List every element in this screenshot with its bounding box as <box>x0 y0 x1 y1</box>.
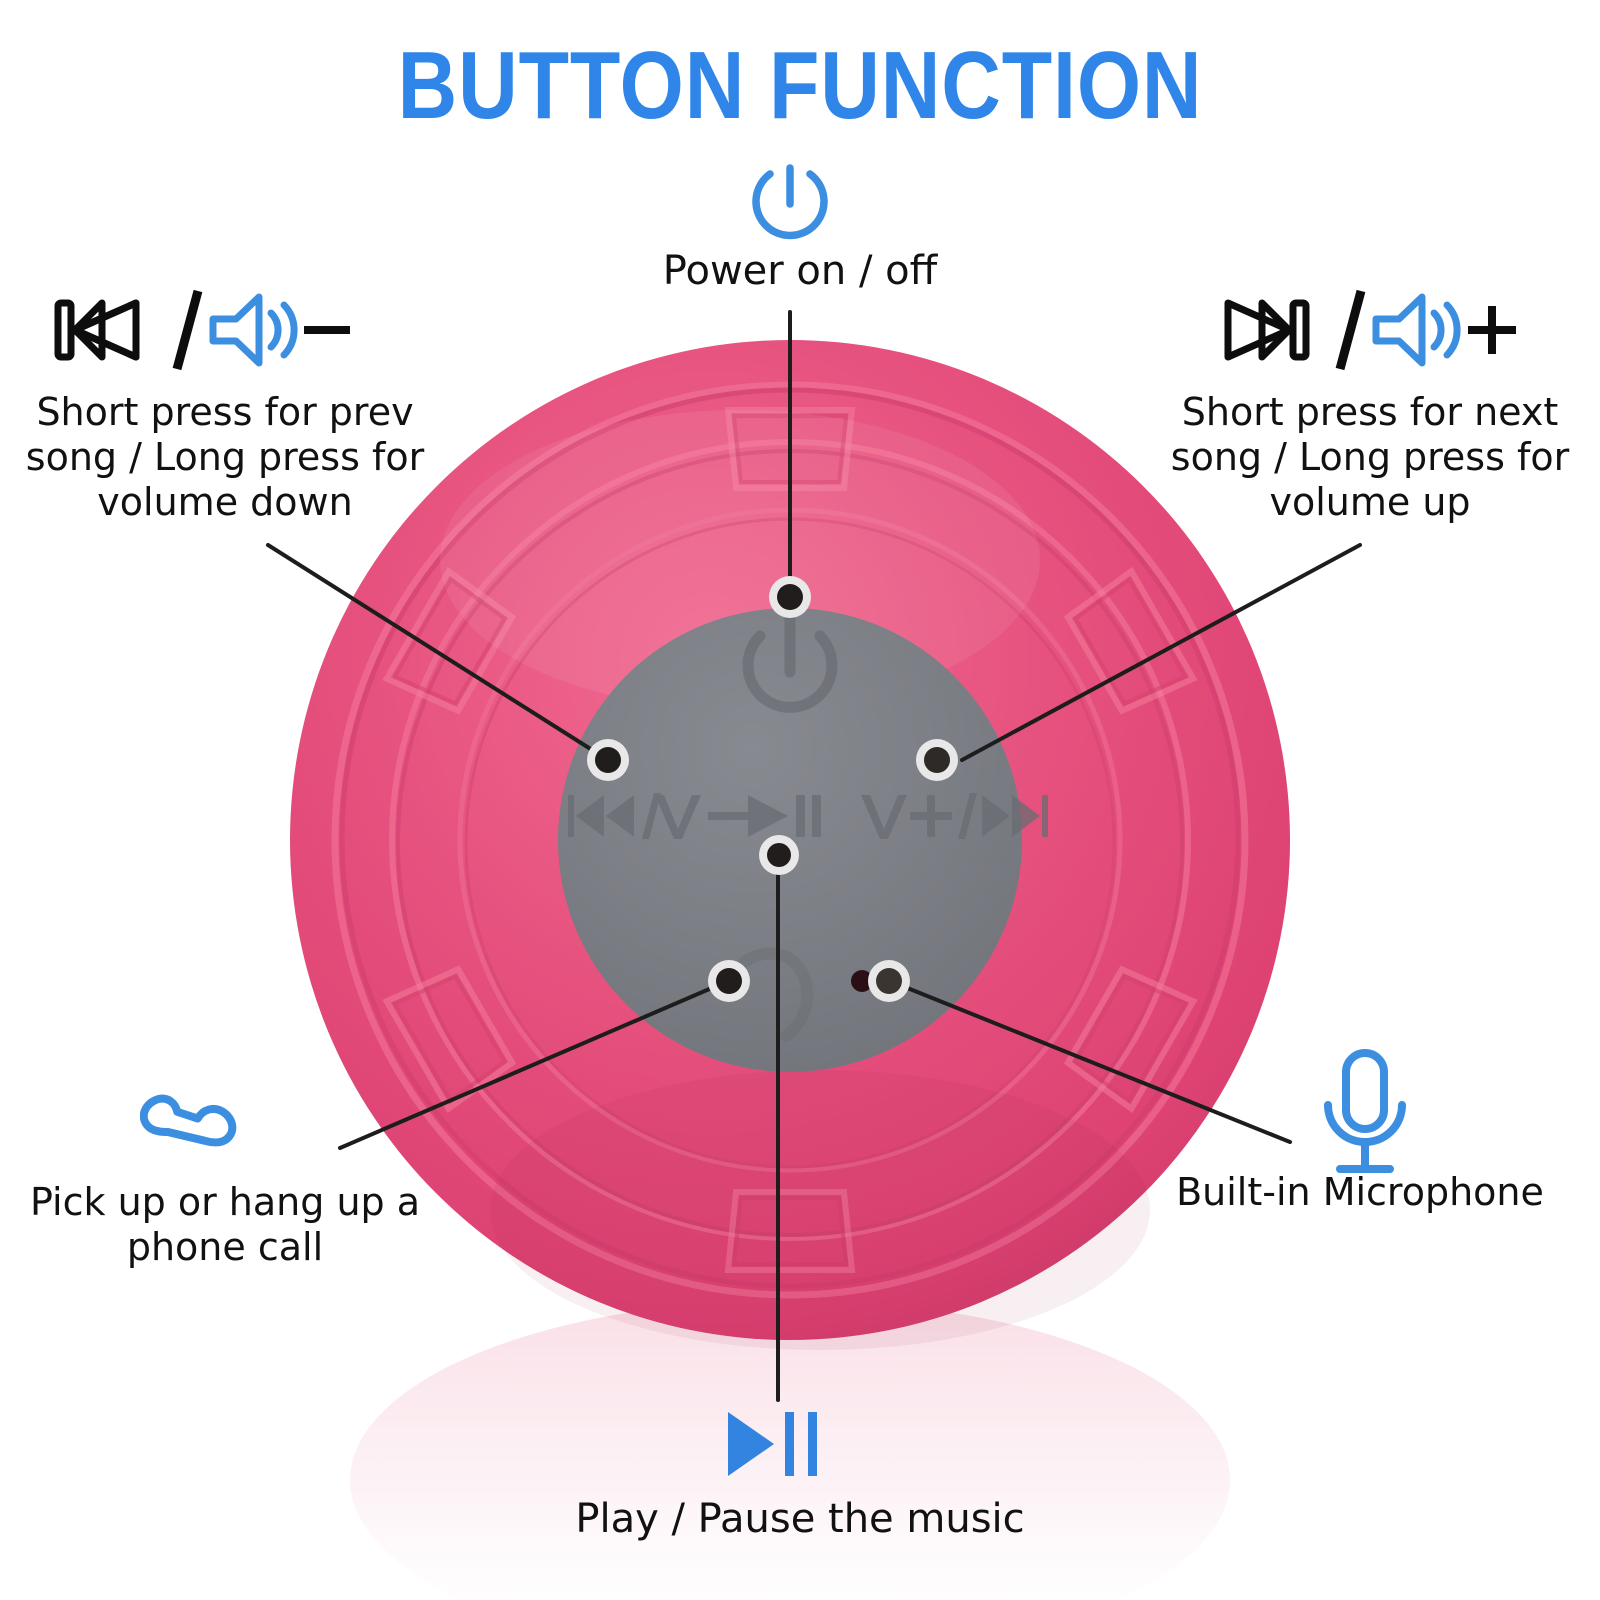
prev-volume-down-caption: Short press for prev song / Long press f… <box>25 390 425 524</box>
callout-dot-power <box>769 576 811 618</box>
page-title: BUTTON FUNCTION <box>397 32 1203 139</box>
play-pause-caption: Play / Pause the music <box>575 1496 1025 1542</box>
callout-line-mic <box>888 979 1292 1144</box>
callout-dot-play <box>759 835 799 875</box>
callout-dot-prev <box>587 739 629 781</box>
speaker-wave-icon <box>209 293 298 367</box>
phone-handset-icon <box>140 1094 237 1147</box>
next-track-icon <box>1224 299 1310 361</box>
power-icon <box>752 164 828 240</box>
previous-track-icon <box>54 299 140 361</box>
panel-power-symbol <box>742 610 838 713</box>
minus-icon <box>304 326 350 334</box>
next-volume-up-icons <box>1224 289 1516 371</box>
callout-line-prev <box>266 543 610 762</box>
power-caption: Power on / off <box>662 248 938 294</box>
slash-separator <box>1335 289 1366 371</box>
callout-anchor-dots <box>587 576 958 1002</box>
speaker-wave-icon <box>1372 293 1461 367</box>
microphone-icon <box>1324 1049 1406 1173</box>
callout-dot-call <box>708 960 750 1002</box>
slash-separator <box>172 289 203 371</box>
callout-dot-mic <box>868 960 910 1002</box>
callout-dot-next <box>916 739 958 781</box>
phone-call-caption: Pick up or hang up a phone call <box>29 1180 421 1269</box>
panel-label-left <box>568 793 748 839</box>
panel-label-center <box>748 795 821 837</box>
callout-line-next <box>960 543 1362 762</box>
microphone-caption: Built-in Microphone <box>1176 1170 1544 1214</box>
callout-line-call <box>338 979 730 1150</box>
next-volume-up-caption: Short press for next song / Long press f… <box>1170 390 1570 524</box>
play-pause-icon <box>728 1412 817 1476</box>
plus-icon <box>1468 306 1516 354</box>
panel-call-symbol <box>738 947 814 1042</box>
control-panel <box>558 608 1022 1072</box>
panel-media-labels <box>568 793 1048 839</box>
microphone-pinhole <box>851 970 873 992</box>
prev-volume-down-icons <box>54 289 350 371</box>
panel-label-right <box>861 793 1048 839</box>
